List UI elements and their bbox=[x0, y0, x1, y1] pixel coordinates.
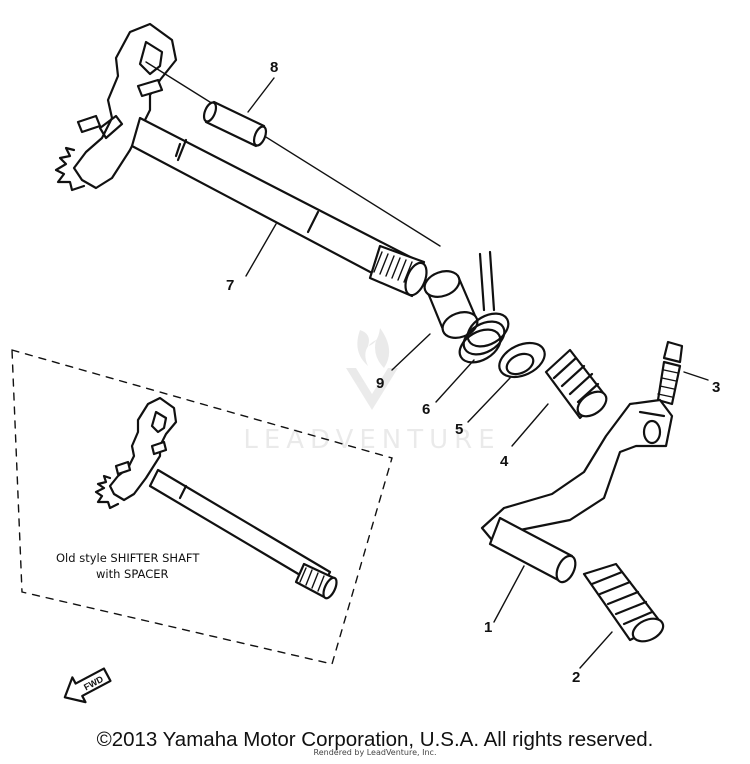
watermark: LEADVENTURE bbox=[243, 328, 500, 455]
watermark-text: LEADVENTURE bbox=[243, 425, 500, 455]
fwd-arrow-icon: FWD bbox=[63, 667, 112, 704]
rendered-by-credit: Rendered by LeadVenture, Inc. bbox=[313, 748, 437, 757]
watermark-logo-icon bbox=[346, 328, 398, 410]
part-labels: 8 7 9 6 5 4 3 1 2 bbox=[226, 59, 720, 686]
pedal-rubber bbox=[582, 562, 665, 643]
collar bbox=[423, 270, 479, 339]
inset-note-line2: with SPACER bbox=[96, 567, 169, 581]
leader-lines bbox=[245, 77, 709, 669]
return-spring bbox=[458, 250, 510, 364]
pin bbox=[202, 100, 268, 148]
shifter-shaft bbox=[54, 22, 441, 298]
inset-note-line1: Old style SHIFTER SHAFT bbox=[56, 551, 200, 565]
part-label-3: 3 bbox=[712, 379, 720, 396]
shift-pedal bbox=[480, 398, 674, 584]
part-label-9: 9 bbox=[376, 375, 384, 392]
bolt bbox=[656, 340, 684, 406]
part-label-6: 6 bbox=[422, 401, 430, 418]
inset-old-style: Old style SHIFTER SHAFT with SPACER bbox=[11, 349, 393, 665]
boot bbox=[544, 348, 608, 420]
part-label-8: 8 bbox=[270, 59, 278, 76]
part-label-7: 7 bbox=[226, 277, 234, 294]
copyright-notice: ©2013 Yamaha Motor Corporation, U.S.A. A… bbox=[96, 728, 654, 751]
part-label-2: 2 bbox=[572, 669, 580, 686]
part-label-5: 5 bbox=[455, 421, 463, 438]
part-label-1: 1 bbox=[484, 619, 492, 636]
oil-seal bbox=[498, 341, 546, 379]
part-label-4: 4 bbox=[500, 453, 509, 470]
